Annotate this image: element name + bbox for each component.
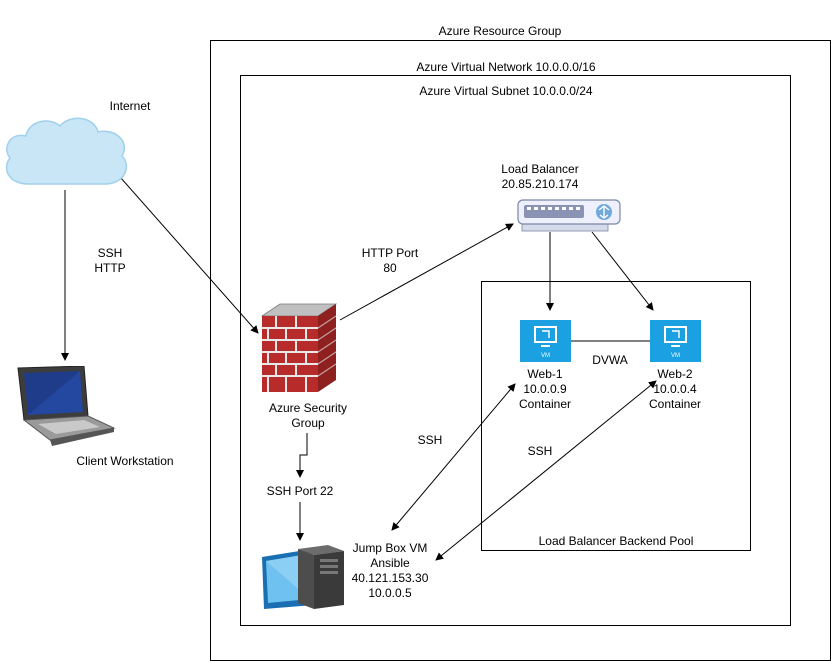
nsg-label: Azure Security Group [248, 401, 368, 431]
load-balancer-icon [517, 199, 621, 232]
ssh-left-label: SSH [417, 433, 443, 447]
internet-to-nsg-arrow [119, 176, 259, 334]
web2-label: Web-2 10.0.0.4 Container [630, 367, 720, 412]
vm-icon-web2: VM [650, 320, 701, 362]
web1-ip: 10.0.0.9 [523, 382, 567, 396]
nsg-to-ssh-port-arrow [296, 433, 308, 478]
internet-link-line2: HTTP [94, 261, 126, 275]
internet-label: Internet [109, 99, 151, 113]
cloud-icon [5, 117, 127, 185]
lb-to-web2-arrow [591, 231, 654, 311]
web1-name: Web-1 [527, 367, 563, 381]
web2-type: Container [648, 397, 702, 411]
load-balancer-ip: 20.85.210.174 [501, 177, 579, 191]
jumpbox-label: Jump Box VM Ansible 40.121.153.30 10.0.0… [335, 541, 445, 601]
jumpbox-private-ip: 10.0.0.5 [368, 586, 412, 600]
firewall-icon [260, 303, 338, 392]
jumpbox-web1-ssh-arrow [391, 383, 516, 531]
web2-ip: 10.0.0.4 [653, 382, 697, 396]
jumpbox-role: Ansible [370, 556, 410, 570]
jumpbox-web2-ssh-arrow [435, 380, 657, 561]
internet-link-label: SSH HTTP [80, 246, 140, 276]
http-link-line2: 80 [383, 261, 397, 275]
http-link-line1: HTTP Port [361, 246, 419, 260]
web2-name: Web-2 [657, 367, 693, 381]
subnet-label: Azure Virtual Subnet 10.0.0.0/24 [419, 84, 593, 98]
nsg-to-lb-arrow [339, 223, 514, 321]
ssh-right-label: SSH [527, 444, 553, 458]
load-balancer-name: Load Balancer [501, 162, 579, 176]
dvwa-label: DVWA [592, 353, 628, 367]
http-link-label: HTTP Port 80 [350, 246, 430, 276]
web1-label: Web-1 10.0.0.9 Container [500, 367, 590, 412]
vm-icon-web1: VM [520, 320, 571, 362]
laptop-icon [17, 366, 116, 446]
nsg-line2: Group [291, 416, 325, 430]
vm-badge-web1: VM [541, 353, 550, 359]
server-icon [262, 545, 344, 609]
nsg-line1: Azure Security [268, 401, 348, 415]
load-balancer-label: Load Balancer 20.85.210.174 [480, 162, 600, 192]
vnet-label: Azure Virtual Network 10.0.0.0/16 [416, 60, 596, 74]
resource-group-label: Azure Resource Group [438, 24, 562, 38]
vnet-box [240, 75, 791, 626]
jumpbox-public-ip: 40.121.153.30 [351, 571, 429, 585]
internet-link-line1: SSH [97, 246, 123, 260]
web1-type: Container [518, 397, 572, 411]
jumpbox-name: Jump Box VM [352, 541, 428, 555]
ssh-port-label: SSH Port 22 [266, 484, 334, 498]
client-workstation-label: Client Workstation [76, 454, 174, 468]
backend-pool-label: Load Balancer Backend Pool [538, 534, 694, 548]
vm-badge-web2: VM [671, 353, 680, 359]
